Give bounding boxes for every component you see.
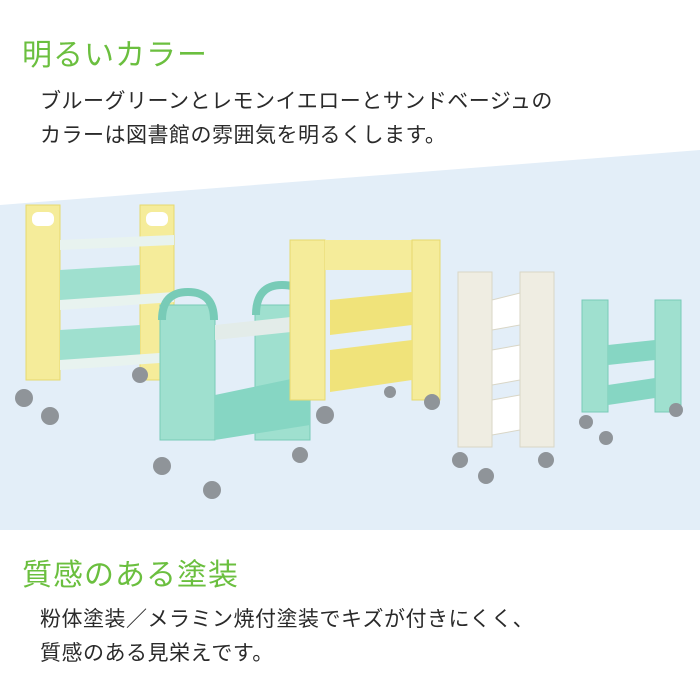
cart-green-small: [153, 280, 314, 499]
description-line-1: 粉体塗装／メラミン焼付塗装でキズが付きにくく、: [40, 607, 535, 631]
description-textured-coating: 粉体塗装／メラミン焼付塗装でキズが付きにくく、 質感のある見栄えです。: [40, 602, 534, 670]
cart-yellow-tall: [15, 204, 175, 425]
heading-bright-color: 明るいカラー: [22, 38, 208, 73]
description-line-2: 質感のある見栄えです。: [40, 641, 274, 665]
description-line-2: カラーは図書館の雰囲気を明るくします。: [40, 123, 447, 147]
description-line-1: ブルーグリーンとレモンイエローとサンドベージュの: [40, 89, 553, 113]
description-bright-color: ブルーグリーンとレモンイエローとサンドベージュの カラーは図書館の雰囲気を明るく…: [40, 84, 553, 152]
cart-green-far: [579, 299, 683, 445]
cart-beige-narrow: [452, 271, 555, 484]
heading-textured-coating: 質感のある塗装: [22, 558, 239, 593]
cart-yellow-wide: [289, 239, 441, 424]
